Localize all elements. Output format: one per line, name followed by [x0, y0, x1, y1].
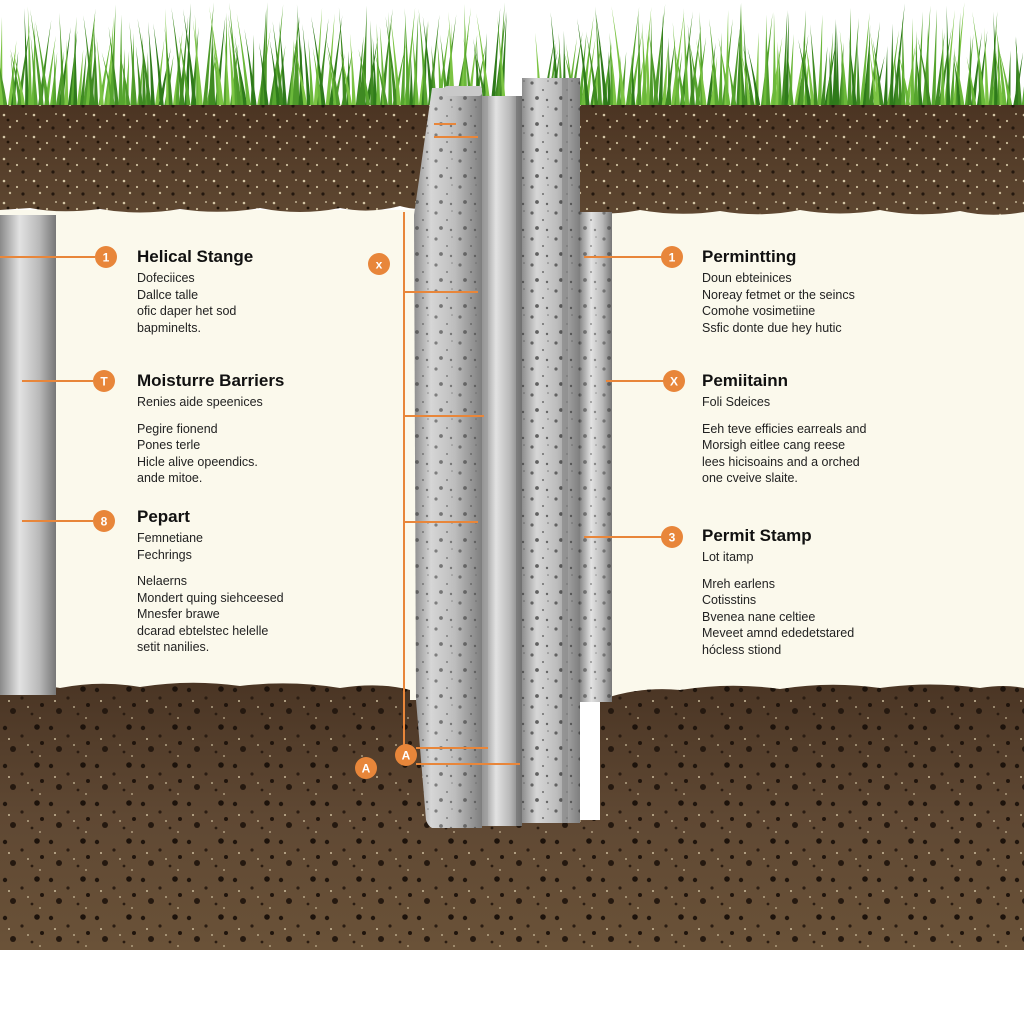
left-section-3: Pepart Femnetiane Fechrings Nelaerns Mon…	[137, 506, 284, 656]
left-section-3-heading: Pepart	[137, 507, 190, 526]
left-section-2-line: Renies aide speenices	[137, 395, 263, 409]
left-section-1: Helical Stange Dofeciices Dallce talle o…	[137, 246, 253, 336]
right-section-2: Pemiitainn Foli Sdeices Eeh teve efficie…	[702, 370, 866, 487]
left-section-1-line: Dallce talle	[137, 287, 199, 302]
marker-bottom-b: A	[395, 744, 417, 766]
concrete-pier-left	[414, 86, 482, 828]
marker-left-2: T	[93, 370, 115, 392]
left-section-3-line: Femnetiane	[137, 531, 204, 545]
marker-bottom-b-label: A	[402, 749, 411, 763]
right-section-3: Permit Stamp Lot itamp Mreh earlens Coti…	[702, 525, 854, 658]
right-section-3-line: Mreh earlens	[702, 576, 775, 591]
right-section-2-line: lees hicisoains and a orched	[702, 454, 860, 469]
left-section-2-heading: Moisturre Barriers	[137, 371, 285, 390]
right-section-3-line: Lot itamp	[702, 550, 754, 564]
left-section-3-line: Fechrings	[137, 547, 192, 562]
marker-left-2-label: T	[100, 375, 108, 389]
right-section-1-heading: Permintting	[702, 247, 797, 266]
marker-right-2-label: X	[670, 375, 678, 389]
marker-right-1: 1	[661, 246, 683, 268]
right-section-2-line: Morsigh eitlee cang reese	[702, 438, 846, 452]
marker-left-1: 1	[95, 246, 117, 268]
left-section-2-line: Pones terle	[137, 438, 201, 452]
marker-right-3-label: 3	[669, 531, 676, 545]
left-section-1-line: ofic daper het sod	[137, 304, 237, 318]
marker-left-3: 8	[93, 510, 115, 532]
right-section-2-line: Foli Sdeices	[702, 395, 771, 409]
marker-left-1-label: 1	[103, 251, 110, 265]
left-section-3-line: setit nanilies.	[137, 640, 210, 654]
left-section-1-heading: Helical Stange	[137, 247, 254, 266]
marker-center-top-label: x	[376, 258, 383, 272]
left-section-1-line: bapminelts.	[137, 320, 201, 335]
left-section-3-line: Mnesfer brawe	[137, 607, 220, 621]
right-section-2-line: Eeh teve efficies earreals and	[702, 421, 867, 436]
right-section-3-line: hócless stiond	[702, 642, 782, 657]
marker-bottom-a-label: A	[362, 762, 371, 776]
leader-lines	[0, 123, 664, 765]
marker-right-1-label: 1	[669, 251, 676, 265]
left-section-3-line: Mondert quing siehceesed	[137, 590, 284, 605]
concrete-pier-right	[522, 78, 612, 823]
left-section-2: Moisturre Barriers Renies aide speenices…	[137, 370, 284, 487]
helical-steel-pipe	[482, 96, 522, 826]
right-section-1-line: Noreay fetmet or the seincs	[702, 287, 855, 302]
right-section-1-line: Comohe vosimetiine	[702, 304, 816, 318]
marker-right-2: X	[663, 370, 685, 392]
left-section-3-line: dcarad ebtelstec helelle	[137, 623, 269, 638]
left-concrete-column	[0, 215, 56, 695]
left-section-3-line: Nelaerns	[137, 574, 188, 588]
marker-bottom-a: A	[355, 757, 377, 779]
right-section-2-line: one cveive slaite.	[702, 471, 798, 485]
right-section-3-line: Bvenea nane celtiee	[702, 609, 816, 624]
right-section-3-heading: Permit Stamp	[702, 526, 812, 545]
left-section-1-line: Dofeciices	[137, 271, 195, 285]
right-section-2-heading: Pemiitainn	[702, 371, 788, 390]
marker-center-top: x	[368, 253, 390, 275]
left-section-2-line: ande mitoe.	[137, 471, 203, 485]
left-section-2-line: Hicle alive opeendics.	[137, 454, 258, 469]
right-section-3-line: Meveet amnd ededetstared	[702, 626, 855, 640]
right-section-1-line: Ssfic donte due hey hutic	[702, 320, 842, 335]
marker-right-3: 3	[661, 526, 683, 548]
right-section-3-line: Cotisstins	[702, 593, 757, 607]
right-section-1-line: Doun ebteinices	[702, 271, 792, 285]
marker-left-3-label: 8	[101, 515, 108, 529]
left-section-2-line: Pegire fionend	[137, 421, 218, 436]
right-section-1: Permintting Doun ebteinices Noreay fetme…	[702, 246, 855, 336]
